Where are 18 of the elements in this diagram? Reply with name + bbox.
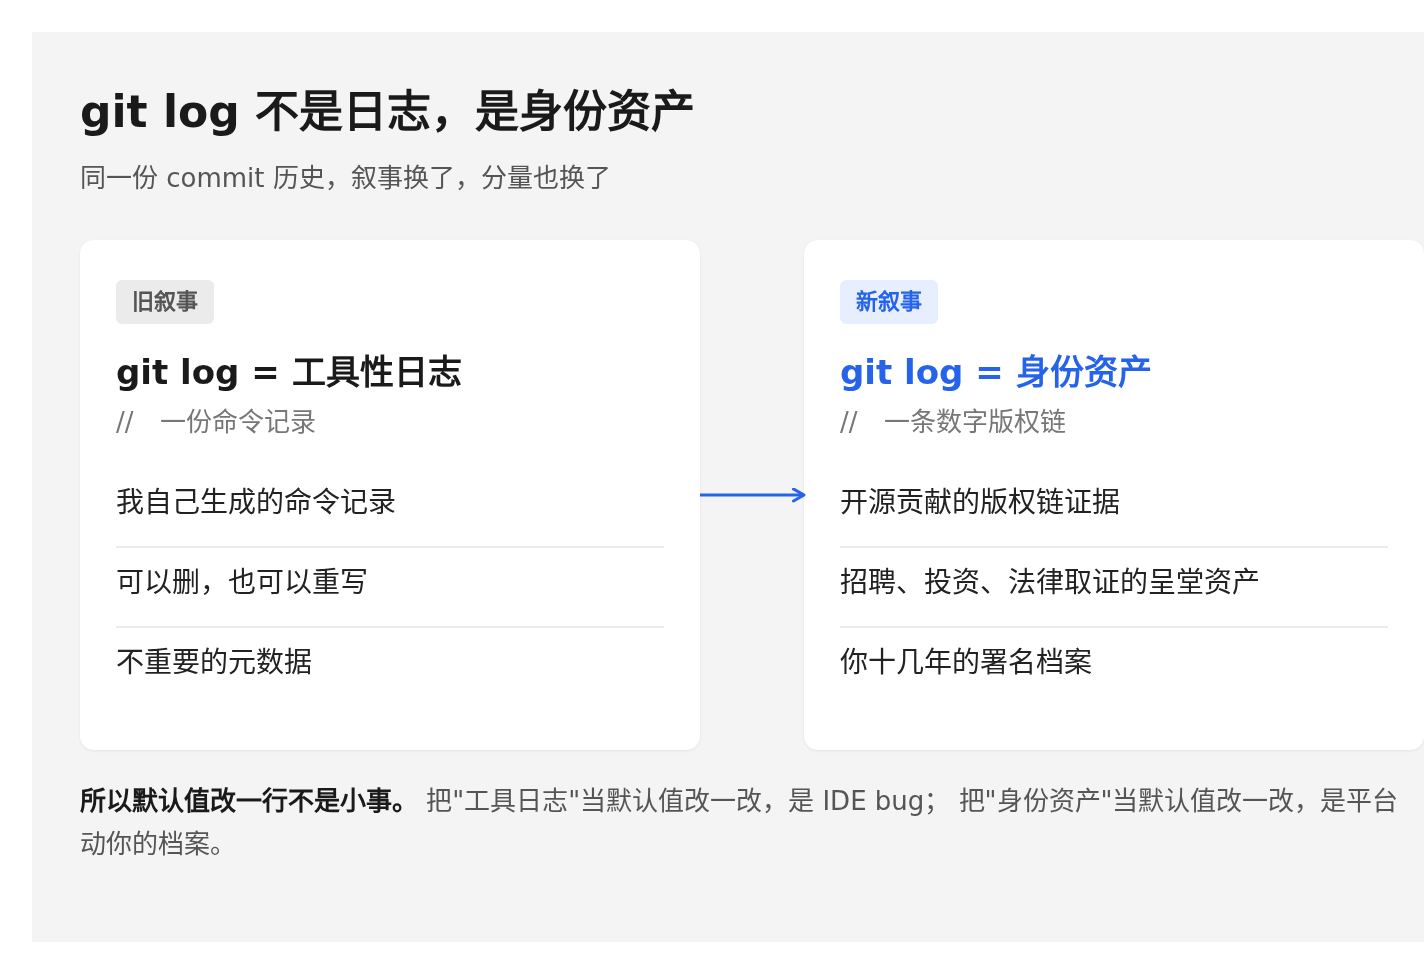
- list-item-text: 我自己生成的命令记录: [116, 485, 396, 521]
- code-comment: // 一条数字版权链: [840, 406, 1066, 439]
- arrow: [700, 487, 806, 503]
- subtitle: 同一份 commit 历史，叙事换了，分量也换了: [80, 162, 611, 195]
- list-item-text: 开源贡献的版权链证据: [840, 485, 1120, 521]
- list-item-text: 招聘、投资、法律取证的呈堂资产: [840, 565, 1260, 601]
- card-heading: git log = 身份资产: [840, 351, 1152, 394]
- list-item-text: 不重要的元数据: [116, 645, 312, 681]
- card-heading: git log = 工具性日志: [116, 351, 462, 394]
- category-tag: 旧叙事: [116, 280, 214, 324]
- list-item-text: 可以删，也可以重写: [116, 565, 368, 601]
- category-tag: 新叙事: [840, 280, 938, 324]
- narrative-card: [80, 240, 700, 750]
- page-title: git log 不是日志，是身份资产: [80, 85, 696, 139]
- code-comment: // 一份命令记录: [116, 406, 316, 439]
- narrative-card: [804, 240, 1424, 750]
- footnote-text: 所以默认值改一行不是小事。 把"工具日志"当默认值改一改，是 IDE bug； 把"身份资产"当默认值改一改，是平台动你的档案。: [80, 785, 1400, 861]
- list-item-text: 你十几年的署名档案: [840, 645, 1092, 681]
